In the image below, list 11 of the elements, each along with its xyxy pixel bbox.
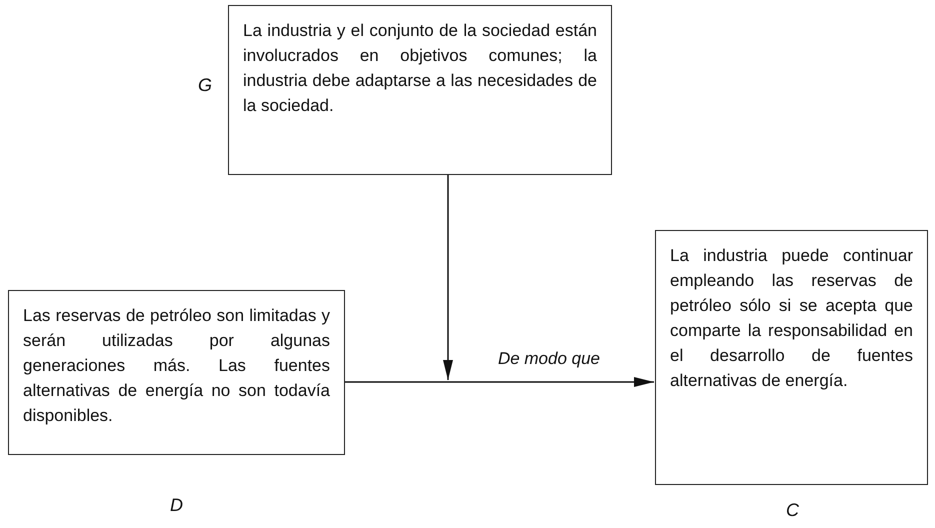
arrow — [345, 377, 654, 387]
box-text: La industria y el conjunto de la sociedad están involucrados en objetivos comunes; la industria debe adaptarse a las necesidades de la sociedad. — [243, 20, 597, 117]
arrow — [443, 175, 453, 380]
node-letter: D — [170, 495, 183, 516]
text-box — [655, 230, 928, 485]
node-letter: C — [786, 500, 799, 521]
text-box — [228, 5, 612, 175]
box-text: Las reservas de petróleo son limitadas y serán utilizadas por algunas generaciones más. Las fuentes alternativas de energía no son todavía disponibles. — [23, 305, 330, 427]
node-letter: G — [198, 75, 212, 96]
text-box — [8, 290, 345, 455]
box-text: La industria puede continuar empleando las reservas de petróleo sólo si se acepta que comparte la responsabilidad en el desarrollo de fuentes alternativas de energía. — [670, 245, 913, 392]
